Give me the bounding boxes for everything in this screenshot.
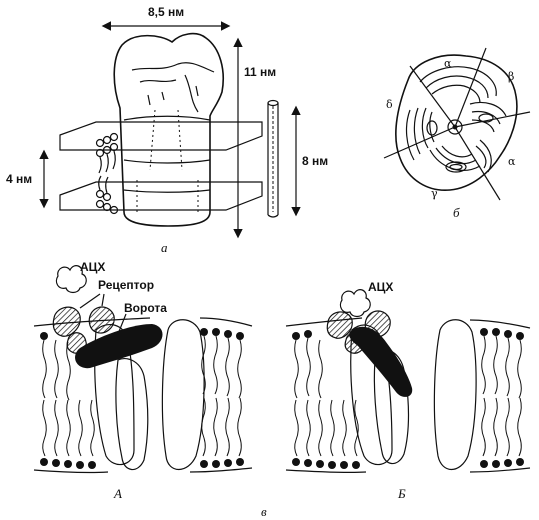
- height-label: 11 нм: [244, 65, 276, 79]
- open-channel-gate: [349, 326, 413, 397]
- ach-label-left: АЦХ: [80, 260, 105, 274]
- subunit-delta-label: δ: [386, 98, 393, 111]
- state-b-label: Б: [397, 486, 406, 501]
- panel-b: α β α γ δ б: [383, 47, 531, 220]
- receptor-site-2: [88, 306, 115, 334]
- panel-v-open-state: АЦХ Б: [285, 280, 531, 501]
- lipid-bilayer-left: [95, 132, 119, 215]
- panel-v-closed-state: АЦХ Рецептор Ворота А: [33, 260, 253, 501]
- panel-v-letter: в: [261, 504, 267, 519]
- subunit-gamma-label: γ: [431, 187, 438, 200]
- lipid-heads-bottom-right: [292, 458, 524, 469]
- receptor-site-1: [52, 306, 81, 337]
- pore-cylinder: [267, 99, 279, 218]
- channel-gate: [75, 324, 163, 369]
- ach-label-right: АЦХ: [368, 280, 393, 294]
- lipid-tails-left: [42, 335, 242, 457]
- lipid-tails-right: [294, 335, 522, 457]
- lipid-heads-bottom-left: [40, 458, 244, 469]
- subunit-beta-label: β: [508, 70, 514, 83]
- open-channel-subunit-right: [433, 319, 477, 471]
- subunit-alpha-top-label: α: [444, 57, 452, 70]
- panel-a-letter: а: [161, 240, 168, 255]
- open-receptor-site-1: [326, 311, 353, 339]
- panel-b-letter: б: [453, 205, 460, 220]
- channel-subunit-right: [161, 319, 205, 471]
- receptor-body: [113, 32, 224, 227]
- lipid-heads-top-right: [292, 328, 524, 340]
- lipid-heads-top-left: [40, 328, 244, 340]
- pore-label: 8 нм: [302, 154, 328, 168]
- subunit-alpha-bottom-label: α: [508, 155, 516, 168]
- subunit-contours: [405, 66, 507, 173]
- state-a-label: А: [113, 486, 122, 501]
- ach-molecule-right: [339, 289, 371, 318]
- open-channel-subunit-inner: [373, 348, 410, 465]
- ach-molecule-left: [55, 265, 87, 294]
- membrane-label: 4 нм: [6, 172, 32, 186]
- gate-label: Ворота: [124, 301, 167, 315]
- central-pore: [447, 119, 463, 135]
- receptor-label: Рецептор: [98, 278, 154, 292]
- subunit-boundary-lines: [383, 47, 531, 201]
- width-label: 8,5 нм: [148, 5, 184, 19]
- panel-a: 8,5 нм 4 нм: [6, 5, 328, 255]
- membrane-planes: [59, 121, 263, 211]
- channel-subunit-inner: [115, 357, 149, 471]
